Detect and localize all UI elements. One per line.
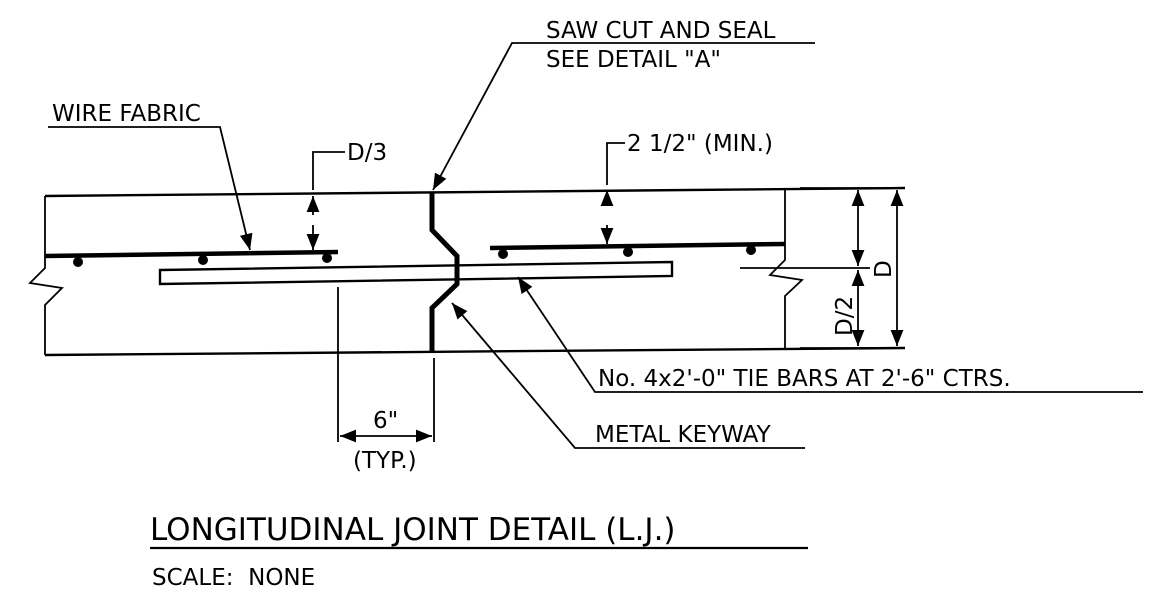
wire-fabric-leader (48, 126, 253, 251)
tie-bar (158, 260, 674, 286)
tie-bars-label: No. 4x2'-0" TIE BARS AT 2'-6" CTRS. (598, 366, 1011, 392)
metal-keyway-leader (451, 302, 805, 449)
page-title: LONGITUDINAL JOINT DETAIL (L.J.) (150, 512, 676, 548)
bar-dot (198, 255, 208, 265)
scale-label: SCALE: NONE (152, 565, 315, 591)
min-cover-leader (606, 142, 625, 185)
slab-top-edge (44, 186, 906, 198)
bar-dot (73, 257, 83, 267)
d-third-leader (312, 151, 345, 190)
saw-cut-leader (432, 42, 815, 191)
right-break-line (768, 188, 804, 348)
bar-dot (498, 249, 508, 259)
bar-dot (322, 253, 332, 263)
left-break-line (28, 196, 64, 355)
saw-cut-label-line1: SAW CUT AND SEAL (546, 18, 776, 44)
bar-dot (746, 245, 756, 255)
wire-fabric-right (489, 241, 786, 251)
bar-dot (623, 247, 633, 257)
saw-cut-label-line2: SEE DETAIL "A" (546, 47, 721, 73)
wire-fabric-label: WIRE FABRIC (52, 101, 201, 127)
metal-keyway-joint (429, 192, 460, 352)
d-third-label: D/3 (347, 140, 387, 166)
tie-bar-leader (517, 276, 1143, 393)
typ-label: (TYP.) (353, 448, 417, 474)
d-label: D (871, 260, 897, 278)
wire-fabric-left (44, 249, 339, 259)
six-inch-label: 6" (373, 408, 398, 434)
slab-bottom-edge (44, 346, 906, 357)
min-cover-label: 2 1/2" (MIN.) (627, 131, 773, 157)
metal-keyway-label: METAL KEYWAY (595, 422, 772, 448)
d-half-label: D/2 (832, 296, 858, 336)
